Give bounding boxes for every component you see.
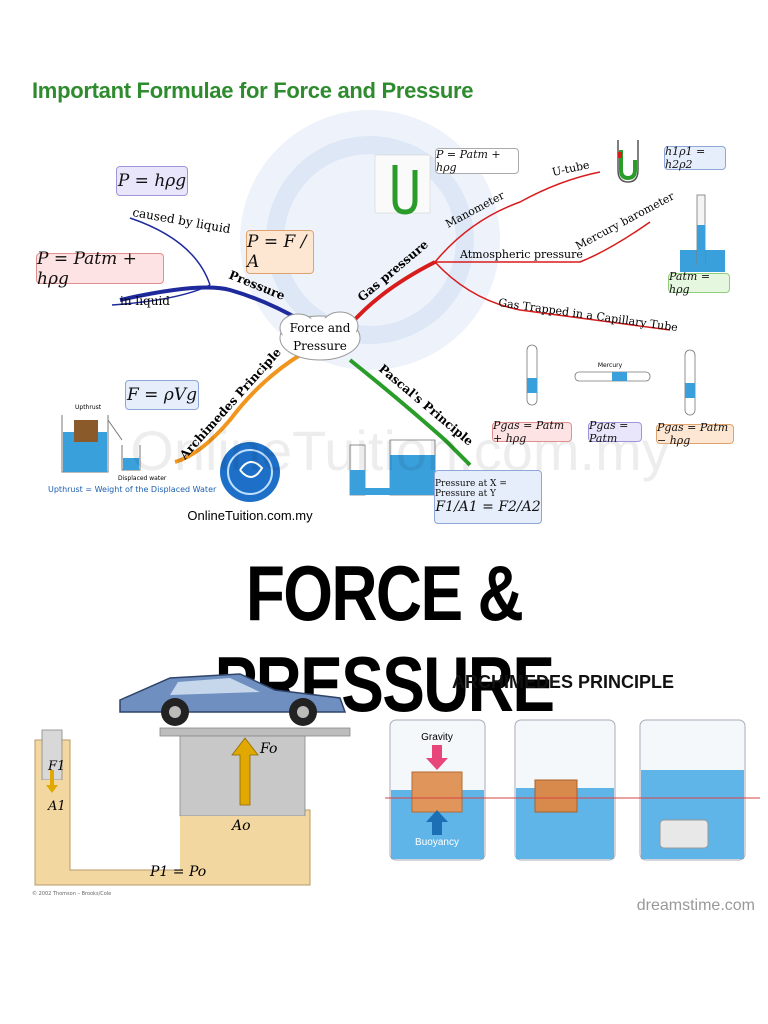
centre-cloud	[279, 311, 361, 361]
credit-text: © 2002 Thomson – Brooks/Cole	[32, 890, 111, 897]
platform	[159, 727, 351, 737]
label-in-liquid: in liquid	[120, 294, 170, 308]
upthrust-label: Upthrust	[75, 404, 102, 411]
centre-line2: Pressure	[293, 339, 347, 353]
label-fo: Fo	[259, 741, 277, 757]
mind-map: Force and Pressure Pressure Gas pressure…	[48, 110, 725, 523]
archimedes-beakers: Gravity Buoyancy dreamstime.com	[385, 719, 760, 914]
manometer-illustration	[374, 154, 431, 215]
branch-manometer	[434, 171, 601, 263]
branch-caused-by-liquid	[129, 217, 211, 286]
branch-gas-trapped	[434, 261, 671, 331]
label-ao: Ao	[230, 818, 251, 834]
label-a1: A1	[47, 799, 66, 814]
beaker-1: Gravity Buoyancy	[389, 719, 486, 861]
pascal-box: Pressure at X = Pressure at Y F1/A1 = F2…	[434, 470, 542, 524]
branch-pressure	[119, 285, 301, 322]
formula-p-hrhog: P = hρg	[116, 166, 188, 196]
beaker-3	[639, 719, 746, 861]
formula-f-rhovg: F = ρVg	[125, 380, 199, 410]
barometer-illustration	[680, 194, 725, 272]
capillary-tubes	[526, 344, 696, 416]
pascal-heading: Pressure at X = Pressure at Y	[435, 479, 507, 499]
formula-barometer: Patm = hρg	[668, 270, 730, 296]
input-force-arrow	[46, 770, 58, 793]
headline: FORCE & PRESSURE	[214, 549, 555, 728]
label-caused-by-liquid: caused by liquid	[131, 205, 231, 236]
pascal-illustration	[349, 439, 436, 496]
formula-manometer: P = Patm + hρg	[435, 148, 519, 174]
car	[119, 673, 347, 726]
archimedes-beaker	[61, 415, 141, 473]
formula-gas-plus: Pgas = Patm + hρg	[492, 419, 572, 445]
centre-line1: Force and	[290, 321, 351, 335]
pascal-equation: F1/A1 = F2/A2	[435, 499, 541, 515]
upthrust-caption: Upthrust = Weight of the Displaced Water	[48, 485, 217, 494]
formula-gas-minus: Pgas = Patm − hρg	[656, 421, 734, 447]
label-atmospheric: Atmospheric pressure	[459, 248, 583, 261]
dreamstime-watermark: dreamstime.com	[637, 897, 755, 914]
formula-p-atm-hrhog: P = Patm + hρg	[36, 249, 164, 289]
buoyancy-arrow	[426, 810, 448, 835]
output-force-arrow	[231, 737, 259, 806]
label-p-equation: P1 = Po	[149, 864, 206, 880]
mercury-label: Mercury	[598, 362, 623, 369]
branch-archimedes	[174, 353, 302, 464]
branch-pascal	[348, 358, 472, 467]
beaker-2	[514, 719, 616, 861]
formula-u-tube: h1ρ1 = h2ρ2	[664, 145, 726, 171]
logo-globe	[220, 442, 280, 502]
branch-gas-pressure	[348, 260, 436, 327]
u-tube-illustration	[617, 140, 639, 183]
label-f1: F1	[47, 759, 65, 774]
formula-p-f-a: P = F / A	[246, 230, 314, 274]
displaced-water-label: Displaced water	[118, 475, 167, 482]
label-mercury-barometer: Mercury barometer	[573, 189, 677, 252]
archimedes-title: ARCHIMEDES PRINCIPLE	[452, 672, 675, 692]
logo-text: OnlineTuition.com.my	[187, 508, 313, 523]
formula-gas-equal: Pgas = Patm	[588, 419, 642, 445]
buoyancy-label: Buoyancy	[415, 837, 459, 848]
gravity-label: Gravity	[421, 732, 453, 743]
page-title: Important Formulae for Force and Pressur…	[32, 78, 474, 103]
hydraulic-lift: F1 A1 Fo Ao P1 = Po © 2002 Thomson – Bro…	[32, 673, 351, 897]
gravity-arrow	[426, 745, 448, 770]
label-gas-trapped: Gas Trapped in a Capillary Tube	[498, 296, 679, 334]
branch-atmospheric	[435, 221, 651, 263]
watermark: OnlineTuition.com.my	[130, 419, 669, 482]
branch-in-liquid	[111, 284, 211, 306]
